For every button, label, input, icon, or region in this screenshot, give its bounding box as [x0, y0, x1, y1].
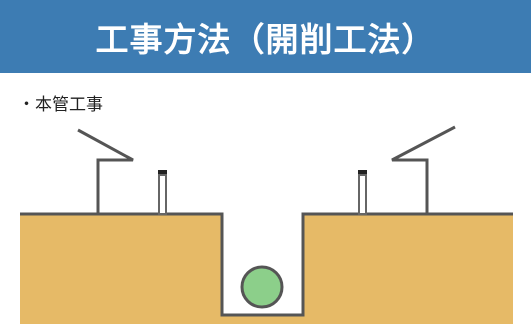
soil-ground	[20, 214, 513, 324]
pipe-icon	[240, 265, 284, 309]
trench-outline	[20, 212, 513, 317]
title-banner: 工事方法（開削工法）	[0, 0, 531, 73]
excavator-bucket-icon	[77, 128, 134, 214]
page-title: 工事方法（開削工法）	[95, 19, 436, 59]
pile-icon	[358, 170, 367, 215]
section-label: ・本管工事	[18, 95, 103, 115]
pile-icon	[158, 170, 167, 215]
excavator-bucket-icon	[391, 125, 456, 214]
